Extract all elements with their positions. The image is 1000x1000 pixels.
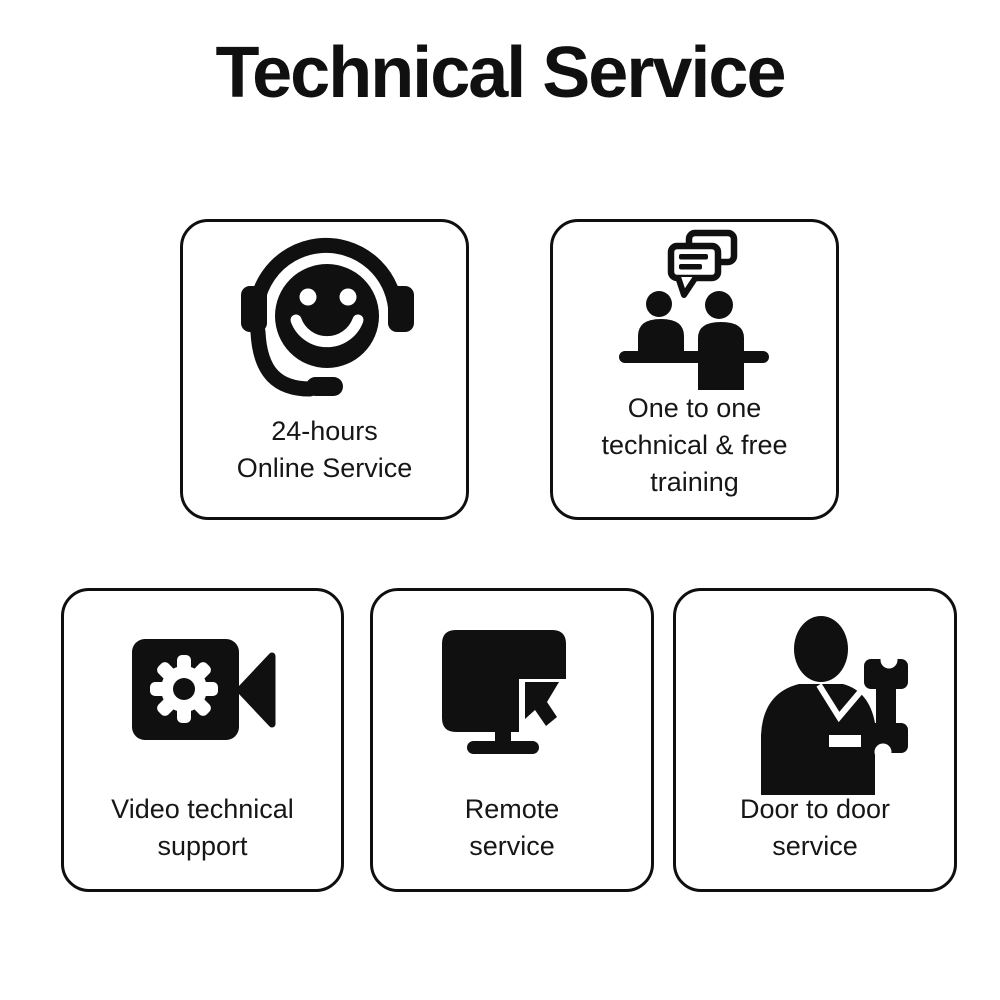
card-door-to-door: Door to door service <box>673 588 957 892</box>
label-line: training <box>650 467 739 497</box>
label-line: Door to door <box>739 794 891 824</box>
card-remote-service: Remote service <box>370 588 654 892</box>
page-title: Technical Service <box>215 33 787 113</box>
monitor-cursor-icon <box>442 630 566 754</box>
label-line: support <box>157 831 248 861</box>
card-video-support: Video technical support <box>61 588 344 892</box>
card-one-to-one-training: One to one technical & free training <box>550 219 839 520</box>
card-label: Video technical support <box>70 791 335 865</box>
label-line: Video technical <box>111 794 294 824</box>
label-line: Remote <box>464 794 560 824</box>
label-line: technical & free <box>601 430 788 460</box>
label-line: service <box>772 831 858 861</box>
label-line: One to one <box>627 393 762 423</box>
label-line: Online Service <box>236 453 413 483</box>
card-label: One to one technical & free training <box>559 390 830 501</box>
label-line: service <box>469 831 555 861</box>
headset-smiley-icon <box>241 237 414 397</box>
label-line: 24-hours <box>271 416 378 446</box>
technician-wrench-icon <box>761 616 908 795</box>
card-online-service: 24-hours Online Service <box>180 219 469 520</box>
card-label: 24-hours Online Service <box>189 413 460 487</box>
card-label: Remote service <box>379 791 645 865</box>
card-label: Door to door service <box>682 791 948 865</box>
people-chat-icon <box>619 229 769 390</box>
video-camera-gear-icon <box>132 639 276 740</box>
